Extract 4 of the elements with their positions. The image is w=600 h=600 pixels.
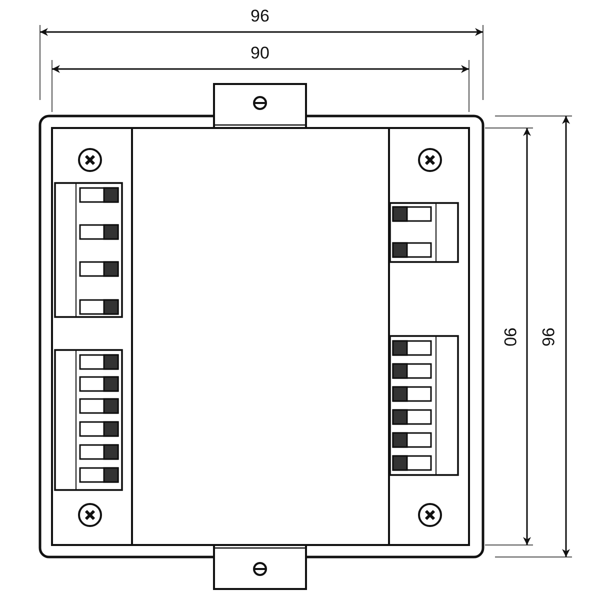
dimension-label: 96 [540, 326, 556, 348]
dimension-label: 90 [248, 44, 272, 62]
dimension-label: 90 [502, 326, 518, 348]
dimension-label: 96 [248, 8, 272, 24]
